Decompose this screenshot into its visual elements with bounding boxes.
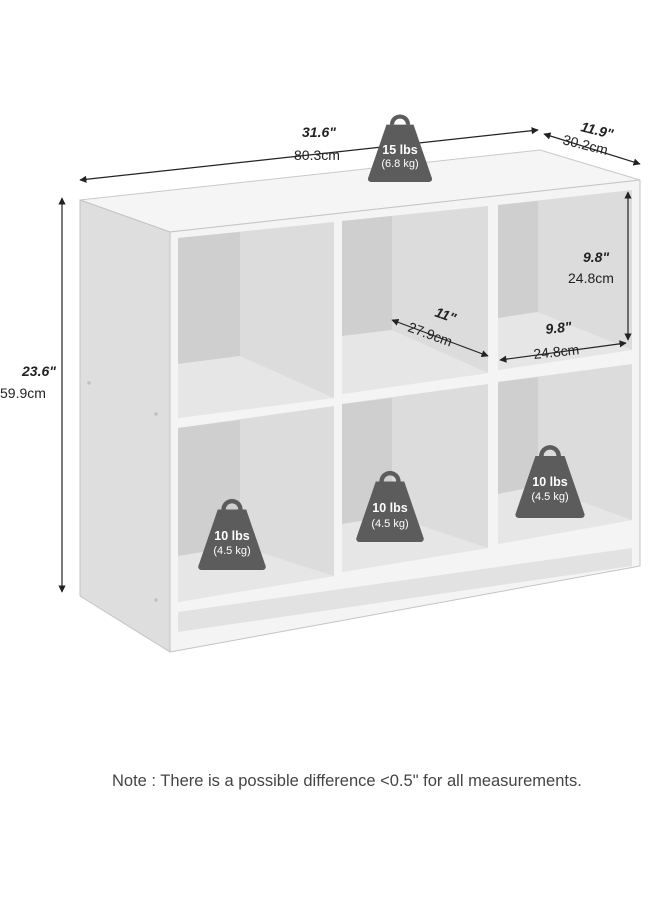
weight-cube-right: 10 lbs (4.5 kg) [515, 445, 585, 518]
bookcase [79, 149, 641, 653]
height-inches: 23.6" [21, 363, 56, 379]
width-inches: 31.6" [302, 124, 336, 140]
bookcase-side [79, 199, 171, 653]
cube-top-middle [342, 206, 488, 394]
weight-cube-middle: 10 lbs (4.5 kg) [356, 470, 424, 542]
cube-width-dimension: 9.8" 24.8cm [499, 318, 627, 363]
height-dimension: 23.6" 59.9cm [0, 197, 66, 593]
weight-cube-middle-lbs: 10 lbs [372, 501, 407, 515]
weight-cube-middle-kg: (4.5 kg) [371, 518, 408, 530]
bookcase-base [178, 548, 632, 632]
weight-cube-left-lbs: 10 lbs [214, 529, 249, 543]
weight-cube-left: 10 lbs (4.5 kg) [198, 498, 266, 570]
width-cm: 80.3cm [294, 147, 340, 163]
cube-height-inches: 9.8" [583, 249, 609, 265]
cube-height-dimension: 9.8" 24.8cm [568, 191, 632, 341]
depth-inches: 11.9" [579, 118, 615, 142]
height-cm: 59.9cm [0, 385, 46, 401]
cube-top-left [178, 222, 334, 418]
weight-top: 15 lbs (6.8 kg) [367, 114, 433, 182]
cube-bottom-middle [342, 384, 488, 572]
cube-bottom-left [178, 406, 334, 602]
weight-top-lbs: 15 lbs [382, 143, 417, 157]
cube-width-cm: 24.8cm [533, 341, 580, 362]
weight-cube-left-kg: (4.5 kg) [213, 545, 250, 557]
weight-top-kg: (6.8 kg) [381, 158, 418, 170]
cube-height-cm: 24.8cm [568, 270, 614, 286]
cube-width-inches: 9.8" [545, 318, 573, 337]
measurement-note: Note : There is a possible difference <0… [112, 772, 582, 790]
weight-cube-right-lbs: 10 lbs [532, 475, 567, 489]
width-dimension: 31.6" 80.3cm [79, 124, 539, 183]
cube-depth-inches: 11" [433, 304, 459, 326]
weight-cube-right-kg: (4.5 kg) [531, 491, 568, 503]
cube-top-right [498, 190, 632, 370]
